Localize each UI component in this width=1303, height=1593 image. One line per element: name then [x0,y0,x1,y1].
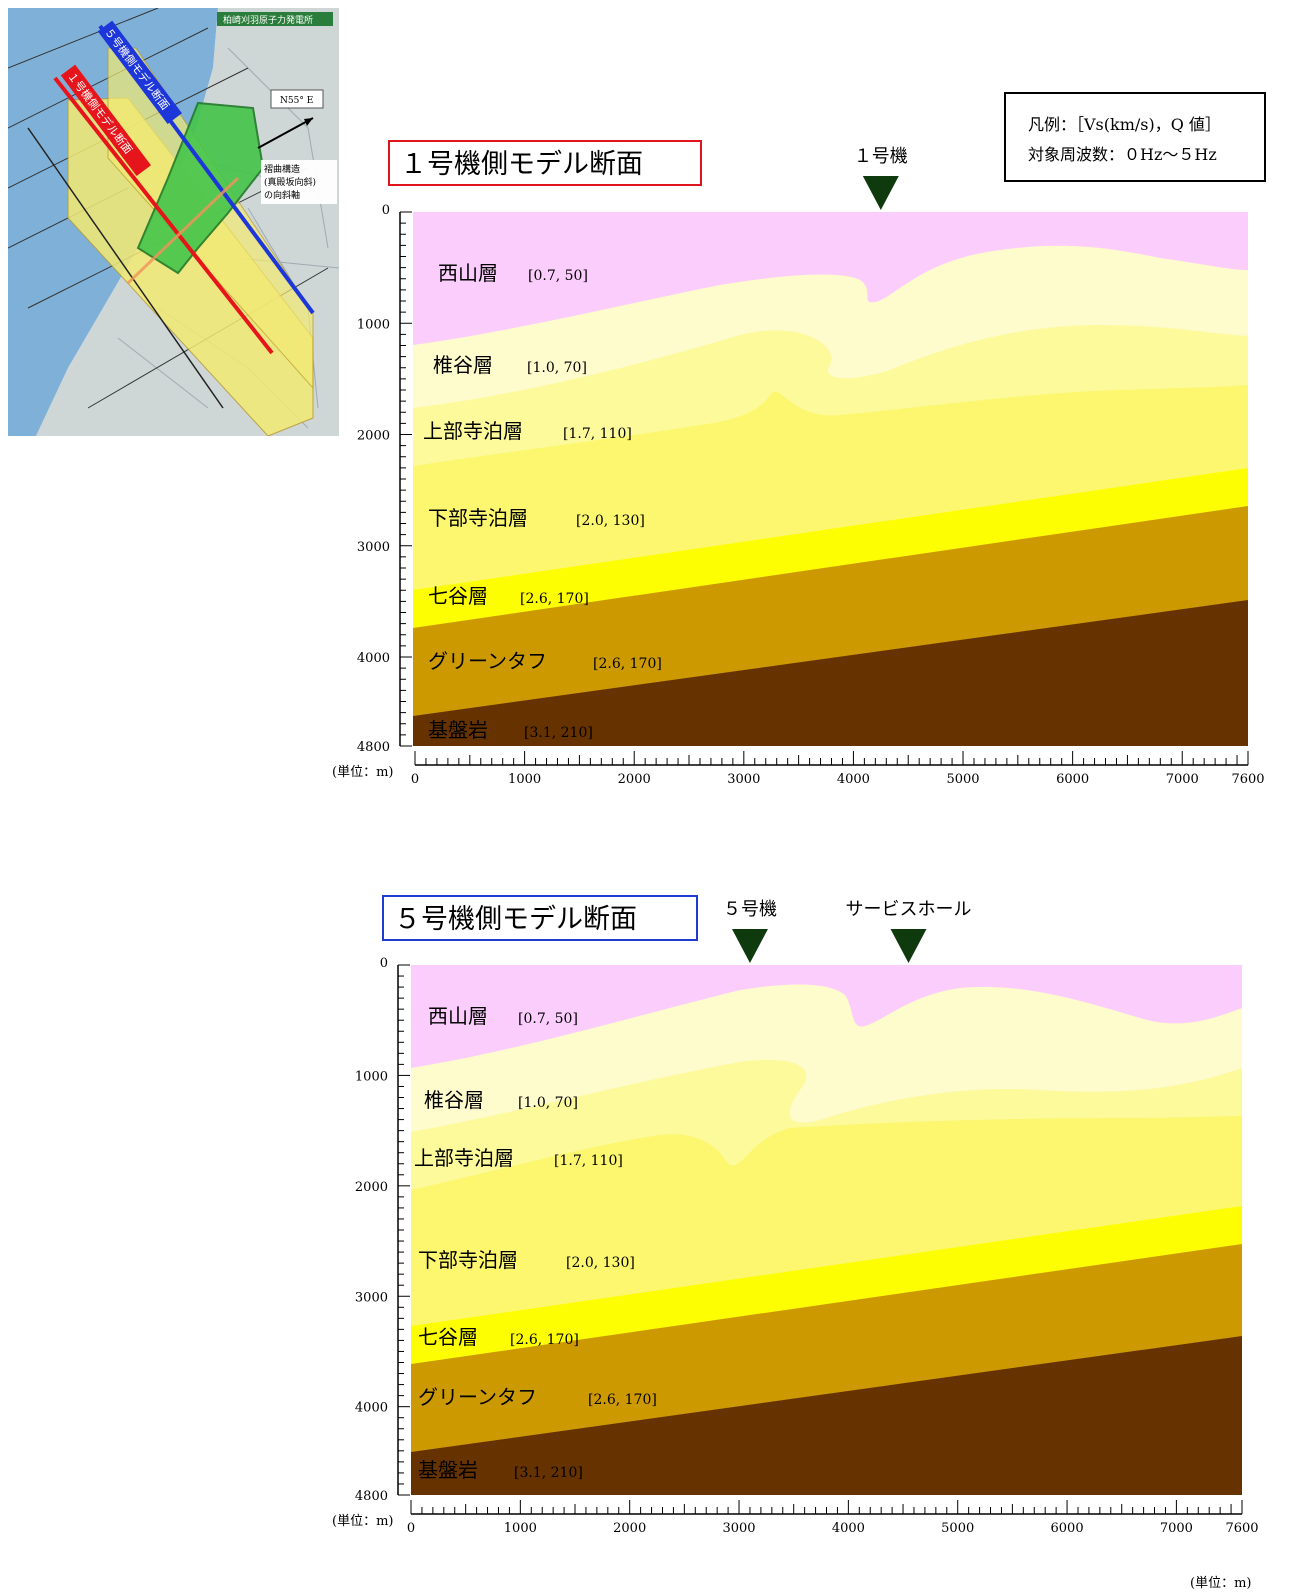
x-tick-label: 5000 [946,772,979,787]
y-tick-label: 4800 [355,1489,388,1504]
layer-params: [2.0, 130] [566,1255,635,1271]
location-map: 柏崎刈羽原子力発電所 N55° E 褶曲構造 (真殿坂向斜) の向斜軸 ５号機側… [8,8,339,436]
section2-geology [411,965,1242,1495]
section1-title: １号機側モデル断面 [388,140,702,186]
layer-name: 西山層 [428,1004,488,1028]
marker-triangle [890,929,927,963]
direction-label: N55° E [280,96,313,106]
section2-cross-section: 0 1000 2000 3000 4000 4800 0 1000 2000 3000 4000 5… [332,899,1259,1591]
legend-frequency: 対象周波数：０Hz〜５Hz [1028,145,1217,164]
marker-triangle [862,176,899,210]
section2-x-tick-labels: 0 1000 2000 3000 4000 5000 6000 7000 7600 [407,1521,1259,1536]
section1-y-axis [399,211,412,747]
layer-basement [413,600,1248,746]
layer-params: [1.7, 110] [563,426,632,442]
x-tick-label: 4000 [832,1521,865,1536]
y-tick-label: 2000 [355,1180,388,1195]
x-tick-label: 3000 [722,1521,755,1536]
y-tick-label: 1000 [355,1069,388,1084]
layer-params: [3.1, 210] [524,725,593,741]
section1-markers: １号機 [854,146,908,210]
x-tick-label: 6000 [1051,1521,1084,1536]
layer-params: [1.0, 70] [518,1095,578,1111]
legend-params: 凡例：［Vs(km/s)，Q 値］ [1028,115,1221,134]
layer-name: 西山層 [438,261,498,285]
y-tick-label: 4000 [355,1401,388,1416]
section1-x-tick-labels: 0 1000 2000 3000 4000 5000 6000 7000 7600 [411,772,1265,787]
layer-name: グリーンタフ [428,649,547,673]
layer-basement [411,1336,1242,1495]
y-tick-label: 0 [380,956,388,971]
layer-name: 七谷層 [418,1325,478,1349]
legend-box: 凡例：［Vs(km/s)，Q 値］ 対象周波数：０Hz〜５Hz [1004,92,1266,182]
marker-triangle [731,929,768,963]
y-tick-label: 1000 [357,317,390,332]
x-tick-label: 4000 [837,772,870,787]
x-tick-label: 2000 [613,1521,646,1536]
layer-name: 下部寺泊層 [418,1248,518,1272]
x-tick-label: 7600 [1225,1521,1258,1536]
x-tick-label: 7000 [1160,1521,1193,1536]
marker-label: ５号機 [723,899,777,920]
x-tick-label: 3000 [727,772,760,787]
layer-name: 上部寺泊層 [414,1146,514,1170]
x-tick-label: 5000 [941,1521,974,1536]
layer-name: 基盤岩 [428,718,488,742]
layer-name: 椎谷層 [424,1088,484,1112]
y-tick-label: 3000 [355,1290,388,1305]
section1-geology [413,212,1248,746]
section2-unit-left: (単位：m) [332,1513,393,1529]
x-tick-label: 1000 [508,772,541,787]
marker-label: １号機 [854,146,908,167]
x-tick-label: 0 [407,1521,415,1536]
section1-x-axis [414,751,1249,766]
section1-y-tick-labels: 0 1000 2000 3000 4000 4800 [357,203,390,755]
layer-params: [0.7, 50] [518,1011,578,1027]
y-tick-label: 4000 [357,651,390,666]
marker-label: サービスホール [846,899,972,920]
section2-y-axis [397,964,410,1496]
section2-markers: ５号機 サービスホール [723,899,972,963]
layer-params: [1.0, 70] [527,360,587,376]
layer-params: [2.6, 170] [510,1332,579,1348]
x-tick-label: 2000 [618,772,651,787]
layer-name: 基盤岩 [418,1458,478,1482]
map-badge: 柏崎刈羽原子力発電所 [223,14,313,26]
section2-y-tick-labels: 0 1000 2000 3000 4000 4800 [355,956,388,1504]
layer-params: [1.7, 110] [554,1153,623,1169]
y-tick-label: 4800 [357,740,390,755]
layer-params: [3.1, 210] [514,1465,583,1481]
section1-layer-labels: 西山層 [0.7, 50] 椎谷層 [1.0, 70] 上部寺泊層 [1.7, 110] 下… [423,261,662,742]
section2-unit-right: (単位：m) [1190,1575,1251,1591]
layer-params: [0.7, 50] [528,268,588,284]
layer-name: 上部寺泊層 [423,419,523,443]
x-tick-label: 7600 [1231,772,1264,787]
fold-label-3: の向斜軸 [264,189,300,201]
x-tick-label: 1000 [504,1521,537,1536]
x-tick-label: 6000 [1056,772,1089,787]
section2-title: ５号機側モデル断面 [382,895,698,941]
y-tick-label: 3000 [357,540,390,555]
y-tick-label: 0 [382,203,390,218]
fold-label-1: 褶曲構造 [264,163,300,175]
layer-params: [2.6, 170] [593,656,662,672]
fold-label-2: (真殿坂向斜) [264,176,316,188]
layer-name: グリーンタフ [418,1385,537,1409]
layer-params: [2.6, 170] [588,1392,657,1408]
layer-params: [2.6, 170] [520,591,589,607]
section1-unit: (単位：m) [332,764,393,780]
layer-params: [2.0, 130] [576,513,645,529]
section2-layer-labels: 西山層 [0.7, 50] 椎谷層 [1.0, 70] 上部寺泊層 [1.7, 110] 下… [414,1004,657,1482]
x-tick-label: 7000 [1166,772,1199,787]
layer-name: 七谷層 [428,584,488,608]
section1-cross-section: 0 1000 2000 3000 4000 4800 0 1000 2000 3000 4000 5… [332,146,1265,787]
y-tick-label: 2000 [357,429,390,444]
layer-name: 下部寺泊層 [428,506,528,530]
x-tick-label: 0 [411,772,419,787]
layer-name: 椎谷層 [433,353,493,377]
section2-x-axis [410,1500,1243,1515]
